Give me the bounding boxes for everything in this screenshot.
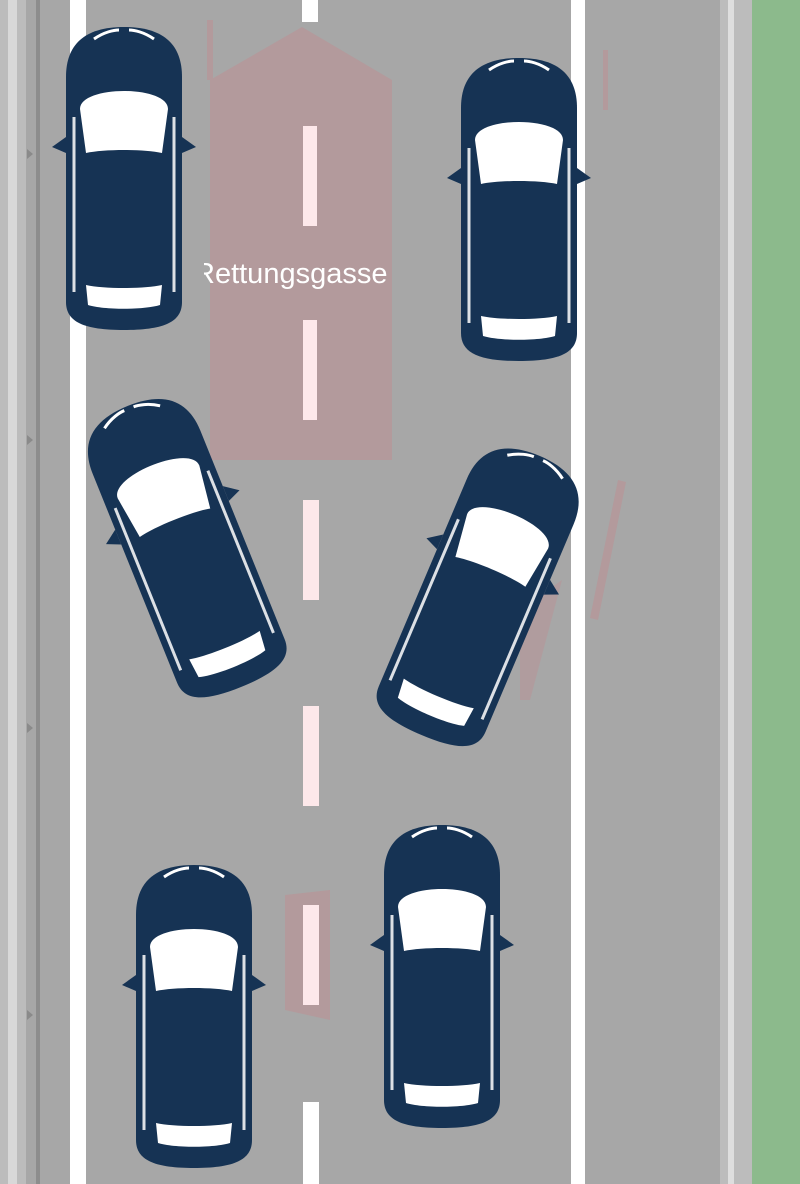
left-guardrail [8, 0, 17, 1184]
car-icon [50, 25, 198, 332]
center-dash-marking [302, 0, 319, 1184]
rescue-corridor-label: Rettungsgasse [204, 258, 388, 290]
car-icon [120, 863, 268, 1170]
grass-verge [752, 0, 800, 1184]
car-icon [445, 56, 593, 363]
right-shoulder [720, 0, 752, 1184]
right-guardrail [728, 0, 734, 1184]
car-icon [368, 823, 516, 1130]
guardrail-markers [27, 149, 33, 1020]
left-edge-line [36, 0, 40, 1184]
